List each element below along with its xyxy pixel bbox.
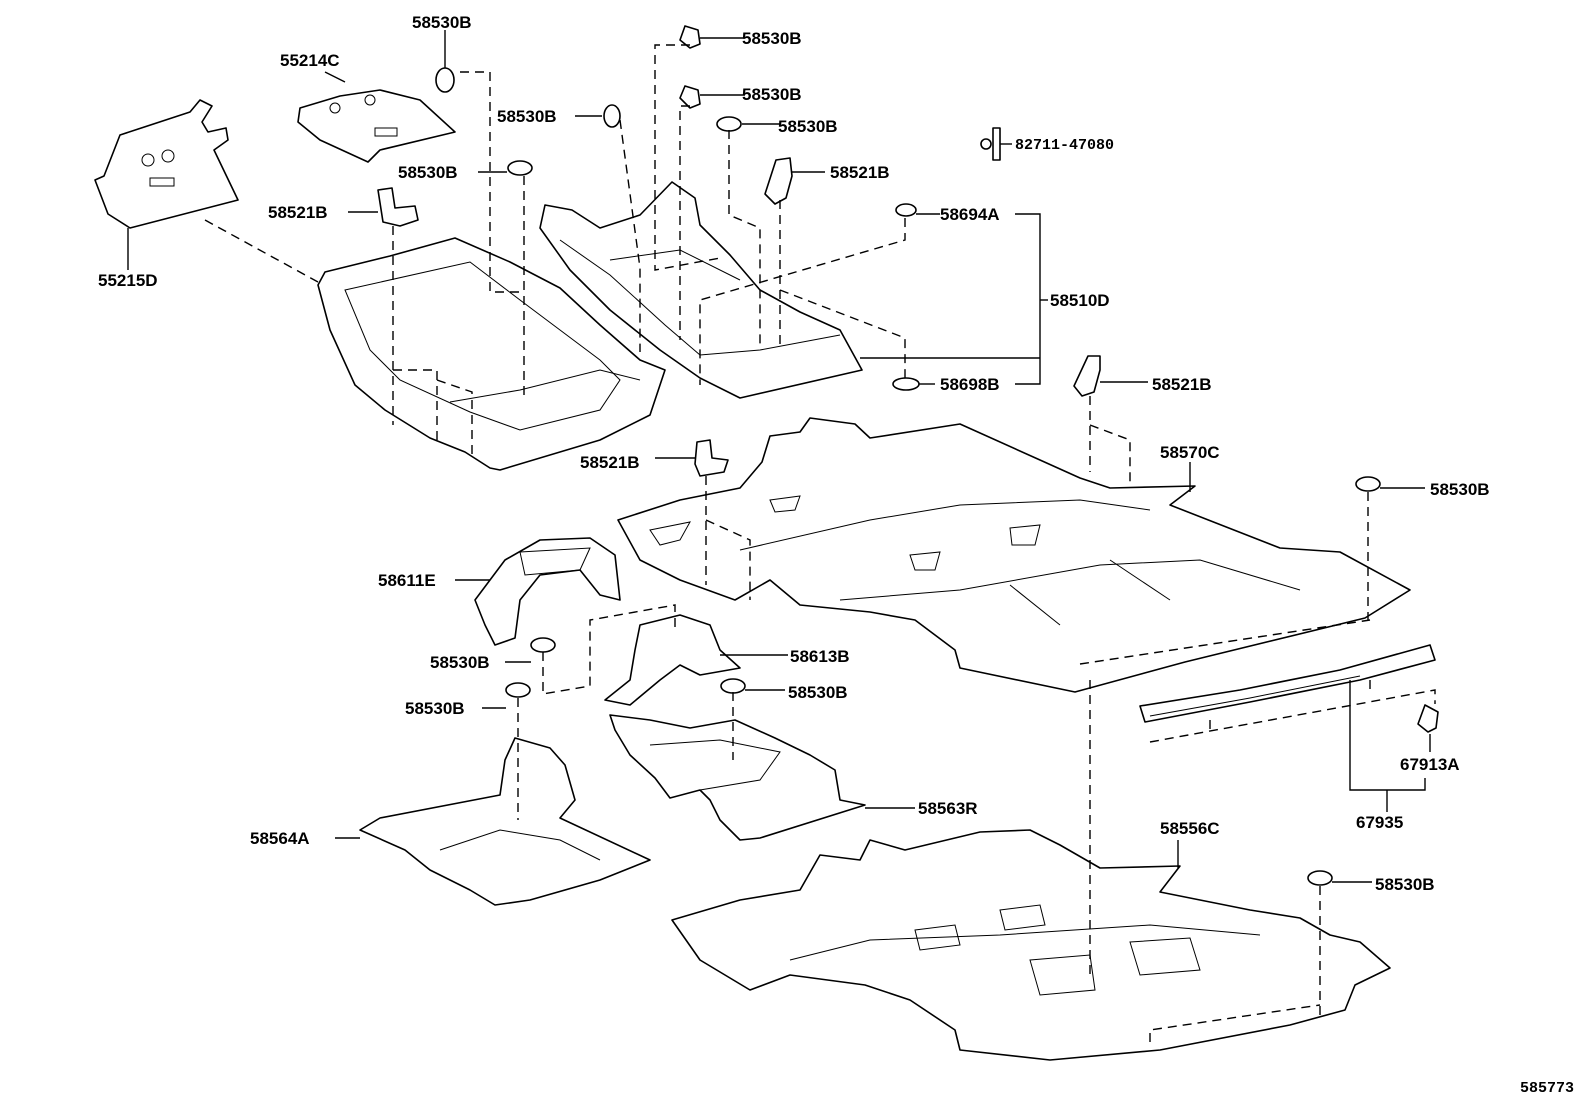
label-58556C: 58556C xyxy=(1160,819,1220,838)
part-67935 xyxy=(1139,644,1436,723)
label-58530B: 58530B xyxy=(497,107,557,126)
part-55215D xyxy=(94,99,239,229)
label-58563R: 58563R xyxy=(918,799,978,818)
label-58530B: 58530B xyxy=(742,85,802,104)
label-58530B: 58530B xyxy=(742,29,802,48)
label-58698B: 58698B xyxy=(940,375,1000,394)
label-58530B: 58530B xyxy=(412,13,472,32)
label-58613B: 58613B xyxy=(790,647,850,666)
label-58510D: 58510D xyxy=(1050,291,1110,310)
label-58530B: 58530B xyxy=(788,683,848,702)
part-front-left-carpet xyxy=(317,237,666,471)
label-58530B: 58530B xyxy=(1430,480,1490,499)
label-58521B: 58521B xyxy=(268,203,328,222)
part-58613B xyxy=(604,614,741,706)
label-58694A: 58694A xyxy=(940,205,1000,224)
diagram-code: 585773 xyxy=(1520,1080,1574,1097)
label-55215D: 55215D xyxy=(98,271,158,290)
part-front-right-carpet xyxy=(539,181,863,399)
label-58530B: 58530B xyxy=(1375,875,1435,894)
dashed-guides xyxy=(204,44,1436,1042)
label-58564A: 58564A xyxy=(250,829,310,848)
label-55214C: 55214C xyxy=(280,51,340,70)
label-58530B: 58530B xyxy=(430,653,490,672)
part-labels: 58530B 55214C 58530B 58530B 58530B 58530… xyxy=(98,13,1574,1097)
label-58611E: 58611E xyxy=(378,571,436,590)
label-58530B: 58530B xyxy=(405,699,465,718)
label-67913A: 67913A xyxy=(1400,755,1460,774)
part-58563R xyxy=(609,714,866,841)
part-55214C xyxy=(297,89,456,163)
part-58570C xyxy=(617,417,1411,693)
brackets xyxy=(377,157,1101,477)
label-58521B: 58521B xyxy=(580,453,640,472)
label-58521B: 58521B xyxy=(830,163,890,182)
part-58564A xyxy=(359,737,651,906)
label-58530B: 58530B xyxy=(398,163,458,182)
label-58521B: 58521B xyxy=(1152,375,1212,394)
clips xyxy=(435,25,1439,886)
leader-lines xyxy=(127,30,1431,883)
label-67935: 67935 xyxy=(1356,813,1403,832)
label-82711-47080: 82711-47080 xyxy=(1015,137,1114,154)
label-58570C: 58570C xyxy=(1160,443,1220,462)
label-58530B: 58530B xyxy=(778,117,838,136)
part-58611E xyxy=(474,537,621,646)
part-58556C xyxy=(671,829,1391,1061)
